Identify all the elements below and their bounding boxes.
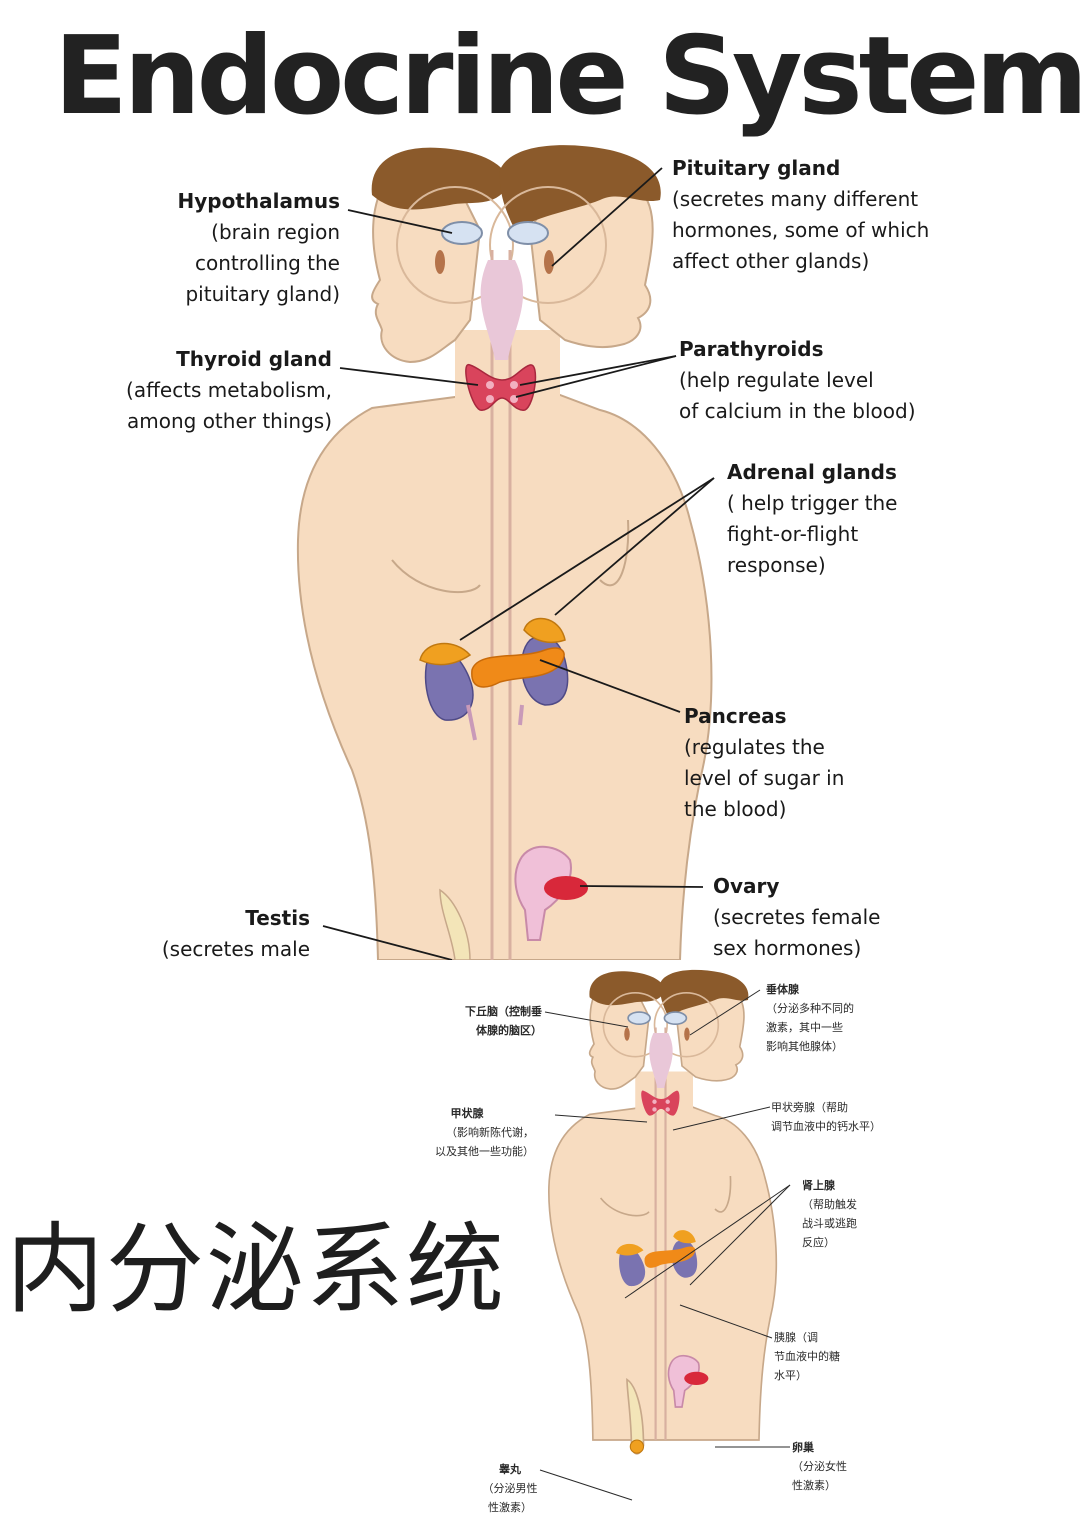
label-ovary-desc: (secretes female: [713, 905, 881, 929]
label-parathyroids-desc: (help regulate level: [679, 368, 874, 392]
label-adrenal-desc: ( help trigger the: [727, 491, 898, 515]
label-testis: Testis (secretes male: [120, 903, 310, 959]
label-pituitary-name: Pituitary gland: [672, 156, 841, 180]
label-zh-ovary-name: 卵巢: [792, 1441, 814, 1454]
leader-lines-zh: [539, 989, 791, 1501]
pituitary-shape-right: [544, 250, 554, 274]
label-parathyroids-desc: of calcium in the blood): [679, 399, 916, 423]
label-hypothalamus-name: Hypothalamus: [177, 189, 340, 213]
label-zh-ovary: 卵巢 （分泌女性 性激素）: [792, 1438, 882, 1495]
label-pancreas-name: Pancreas: [684, 704, 787, 728]
label-hypothalamus-desc: controlling the: [195, 251, 340, 275]
label-thyroid-desc: (affects metabolism,: [126, 378, 332, 402]
label-pancreas-desc: the blood): [684, 797, 787, 821]
label-pituitary-desc: affect other glands): [672, 249, 870, 273]
label-testis-desc: (secretes male: [161, 937, 310, 959]
label-zh-adrenal-name: 肾上腺: [802, 1179, 835, 1192]
label-hypothalamus-desc: pituitary gland): [185, 282, 340, 306]
label-zh-parathyroids-desc: 调节血液中的钙水平）: [771, 1120, 881, 1133]
ovary-shape: [544, 876, 588, 900]
label-zh-pituitary-desc: （分泌多种不同的: [766, 1002, 854, 1015]
label-zh-pituitary-desc: 激素，其中一些: [766, 1021, 843, 1034]
label-parathyroids: Parathyroids (help regulate level of cal…: [679, 334, 969, 427]
label-zh-hypothalamus-desc: 体腺的脑区）: [476, 1024, 542, 1037]
thyroid-shape: [465, 364, 537, 411]
label-thyroid-name: Thyroid gland: [176, 347, 332, 371]
hypothalamus-shape-left: [441, 221, 483, 245]
label-zh-thyroid: 甲状腺 （影响新陈代谢， 以及其他一些功能）: [400, 1104, 534, 1161]
label-ovary: Ovary (secretes female sex hormones): [713, 871, 933, 964]
label-adrenal: Adrenal glands ( help trigger the fight-…: [727, 457, 977, 581]
label-zh-thyroid-name: 甲状腺: [450, 1107, 484, 1120]
endocrine-diagram-en: [296, 145, 715, 960]
pituitary-shape-left: [435, 250, 445, 274]
label-pituitary: Pituitary gland (secretes many different…: [672, 153, 972, 277]
label-zh-pancreas: 胰腺（调 节血液中的糖 水平）: [774, 1328, 874, 1385]
label-pancreas: Pancreas (regulates the level of sugar i…: [684, 701, 904, 825]
label-thyroid-desc: among other things): [126, 409, 332, 433]
label-adrenal-desc: fight-or-flight: [727, 522, 859, 546]
label-zh-parathyroids-name: 甲状旁腺（帮助: [771, 1101, 848, 1114]
label-zh-ovary-desc: 性激素）: [792, 1479, 836, 1492]
leader-lines-en: [322, 167, 715, 960]
label-pancreas-desc: level of sugar in: [684, 766, 845, 790]
label-zh-thyroid-desc: （影响新陈代谢，: [446, 1126, 534, 1139]
vessel-column: [490, 250, 512, 960]
label-zh-adrenal-desc: 战斗或逃跑: [802, 1217, 857, 1230]
hair-left: [371, 147, 510, 210]
testis-shape: [439, 888, 471, 960]
label-pituitary-desc: (secretes many different: [672, 187, 919, 211]
label-pancreas-desc: (regulates the: [684, 735, 825, 759]
label-zh-pancreas-desc: 节血液中的糖: [774, 1350, 840, 1363]
hair-right: [499, 145, 661, 230]
label-zh-pituitary: 垂体腺 （分泌多种不同的 激素，其中一些 影响其他腺体）: [766, 980, 896, 1056]
label-ovary-desc: sex hormones): [713, 936, 862, 960]
left-face-profile: [371, 169, 482, 364]
label-zh-pituitary-desc: 影响其他腺体）: [766, 1040, 843, 1053]
label-zh-adrenal-desc: 反应）: [802, 1236, 835, 1249]
label-parathyroids-name: Parathyroids: [679, 337, 824, 361]
hypothalamus-shape-right: [507, 221, 549, 245]
title-zh: 内分泌系统: [6, 1213, 507, 1327]
adrenal-right: [523, 617, 566, 643]
label-zh-hypothalamus-name: 下丘脑（控制垂: [465, 1005, 542, 1018]
label-zh-adrenal: 肾上腺 （帮助触发 战斗或逃跑 反应）: [802, 1176, 902, 1252]
label-zh-testis: 睾丸 （分泌男性 性激素）: [478, 1460, 542, 1517]
label-testis-name: Testis: [245, 906, 310, 930]
label-zh-testis-name: 睾丸: [499, 1463, 521, 1476]
label-zh-pituitary-name: 垂体腺: [766, 983, 799, 996]
label-zh-testis-desc: 性激素）: [488, 1501, 532, 1514]
label-zh-parathyroids: 甲状旁腺（帮助 调节血液中的钙水平）: [771, 1098, 911, 1136]
label-zh-pancreas-desc: 水平）: [774, 1369, 807, 1382]
adrenal-left: [419, 642, 472, 666]
label-zh-ovary-desc: （分泌女性: [792, 1460, 847, 1473]
label-zh-adrenal-desc: （帮助触发: [802, 1198, 857, 1211]
pancreas-shape: [471, 647, 565, 688]
label-zh-pancreas-name: 胰腺（调: [774, 1331, 818, 1344]
label-thyroid: Thyroid gland (affects metabolism, among…: [90, 344, 332, 437]
right-face-profile: [528, 178, 654, 349]
label-zh-hypothalamus: 下丘脑（控制垂 体腺的脑区）: [420, 1002, 542, 1040]
label-pituitary-desc: hormones, some of which: [672, 218, 930, 242]
label-adrenal-desc: response): [727, 553, 826, 577]
main-title: Endocrine System: [54, 14, 1080, 139]
label-zh-thyroid-desc: 以及其他一些功能）: [435, 1145, 534, 1158]
label-zh-testis-desc: （分泌男性: [482, 1482, 538, 1495]
label-adrenal-name: Adrenal glands: [727, 460, 897, 484]
label-hypothalamus: Hypothalamus (brain region controlling t…: [150, 186, 340, 310]
label-hypothalamus-desc: (brain region: [211, 220, 340, 244]
label-ovary-name: Ovary: [713, 874, 780, 898]
